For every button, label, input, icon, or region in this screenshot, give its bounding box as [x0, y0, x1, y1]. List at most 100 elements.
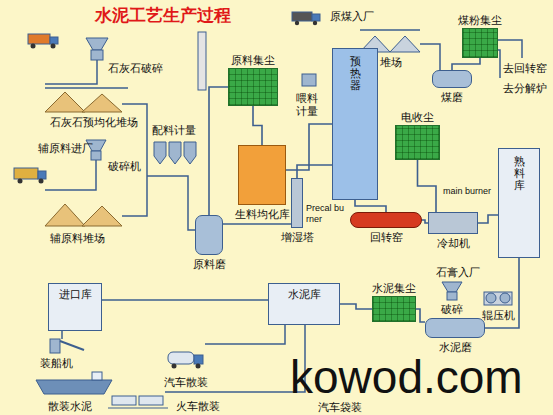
node-label: 进口库 — [59, 288, 92, 300]
dust-collector: 原料集尘 — [228, 68, 278, 106]
raw-meal-silo: 生料均化库 — [238, 145, 286, 205]
process-line — [355, 200, 386, 212]
input-label: 原煤入厂 — [330, 10, 374, 22]
process-line — [223, 223, 291, 225]
gypsum-crusher — [442, 282, 462, 300]
ship — [36, 372, 112, 394]
equipment-label: 辊压机 — [482, 309, 515, 321]
batching-bins — [154, 142, 196, 164]
ship-loader — [50, 339, 84, 353]
storage-silo: 进口库 — [48, 283, 102, 331]
bulk-line — [165, 325, 305, 392]
tanker — [168, 352, 194, 364]
equipment-label: 装船机 — [40, 357, 73, 369]
stockpile-label: 石灰石预均化堆场 — [50, 116, 138, 128]
raw-mill: 原料磨 — [195, 215, 223, 255]
clinker-silo: 熟料库 — [498, 148, 540, 258]
process-line — [340, 304, 372, 309]
stockpile — [45, 204, 85, 226]
wheel — [18, 179, 23, 184]
conveyor — [122, 176, 147, 216]
crusher-body — [91, 50, 103, 60]
hopper — [86, 38, 108, 50]
ship-cabin — [92, 372, 102, 380]
process-line — [253, 106, 262, 145]
dispatch-label: 汽车袋装 — [318, 401, 362, 413]
bin — [184, 142, 196, 164]
bin — [154, 142, 166, 164]
output-label: 去分解炉 — [503, 82, 547, 94]
rotary-kiln: 回转窑 — [350, 212, 422, 228]
process-line — [416, 309, 425, 322]
process-line — [209, 87, 228, 215]
cement-mill: 水泥磨 — [425, 318, 485, 338]
conveyor — [45, 160, 96, 190]
truck-cab — [194, 355, 203, 364]
feed-meter — [302, 74, 316, 86]
node-label: 生料均化库 — [235, 208, 290, 220]
loader-line — [61, 331, 63, 339]
roller — [500, 293, 510, 303]
node-label: 水泥集尘 — [372, 282, 416, 294]
crusher-body — [447, 292, 457, 300]
wheel — [172, 364, 177, 369]
diagram-title: 水泥工艺生产过程 — [95, 6, 231, 26]
coal-outlet — [498, 40, 522, 58]
input-label: 辅原料进厂 — [38, 142, 93, 154]
dust-collector: 煤粉集尘 — [462, 28, 498, 58]
wheel — [196, 364, 201, 369]
process-line — [452, 58, 480, 70]
coal-pile — [390, 36, 420, 52]
stacker-rail — [45, 87, 128, 89]
node-label: 熟料库 — [514, 155, 525, 191]
burner-label: main burner — [443, 186, 491, 197]
stockpile-label: 堆场 — [380, 56, 402, 68]
bulk-truck — [168, 352, 203, 369]
bulk-line — [205, 325, 285, 344]
burner-label: Precal burner — [306, 203, 346, 225]
wagon — [112, 396, 136, 405]
electrostatic-precipitator: 电收尘 — [395, 125, 440, 160]
chimney — [198, 32, 206, 90]
coal-truck — [292, 12, 320, 25]
process-line — [286, 124, 332, 170]
conveyor — [45, 60, 97, 84]
wheel — [51, 44, 56, 49]
stockpile — [82, 94, 122, 112]
node-label: 回转窑 — [370, 231, 403, 243]
truck-cab — [50, 37, 58, 44]
bin — [169, 142, 181, 164]
wagon — [139, 396, 163, 405]
dispatch-label: 汽车散装 — [164, 376, 208, 388]
equipment-label: 破碎机 — [108, 160, 141, 172]
process-label: 配料计量 — [152, 124, 196, 136]
aux-truck — [14, 168, 46, 184]
wheel — [313, 21, 317, 25]
stockpile — [82, 206, 122, 226]
node-label: 预热器 — [350, 55, 361, 91]
stacker-rail — [360, 29, 420, 31]
roller-press — [484, 292, 512, 305]
limestone-crusher — [86, 38, 108, 60]
clinker-cooler: 冷却机 — [428, 212, 478, 234]
process-label: 喂料计量 — [296, 92, 320, 118]
truck-body — [28, 34, 50, 44]
output-label: 去回转窑 — [503, 62, 547, 74]
process-line — [297, 165, 332, 178]
node-label: 增湿塔 — [281, 231, 314, 243]
truck-body — [14, 168, 38, 179]
conditioning-tower: 增湿塔 — [291, 178, 303, 228]
stockpile-label: 辅原料堆场 — [50, 232, 105, 244]
node-label: 煤磨 — [441, 91, 463, 103]
process-line — [478, 215, 498, 223]
hull — [36, 380, 112, 394]
loader-tower — [50, 339, 60, 353]
node-label: 水泥库 — [288, 288, 321, 300]
equipment-label: 破碎 — [441, 303, 463, 315]
truck-cab — [312, 14, 320, 21]
truck-body — [292, 12, 312, 21]
rail — [108, 408, 168, 409]
conveyor — [420, 44, 440, 70]
wheel — [39, 179, 44, 184]
stockpile — [45, 92, 85, 112]
